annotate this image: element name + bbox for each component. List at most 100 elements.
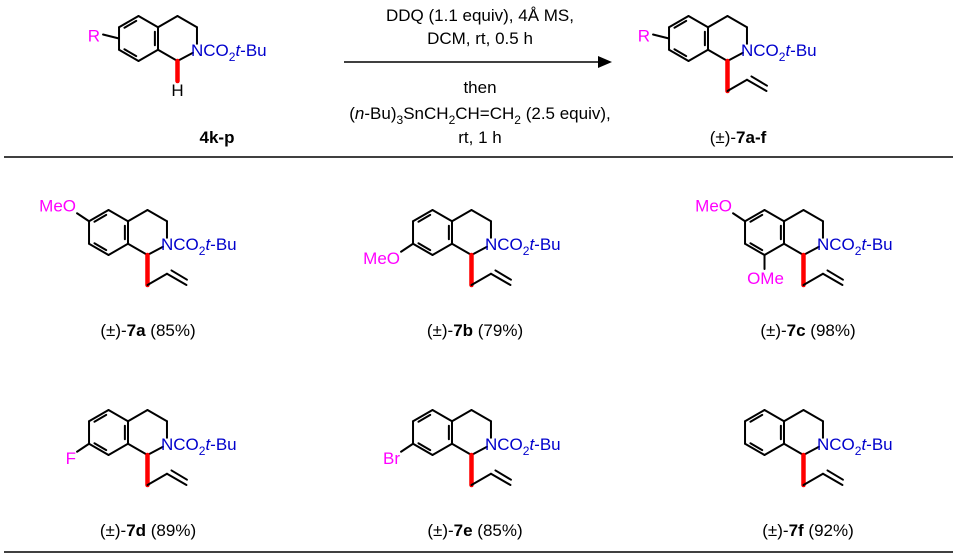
ring-bond [451, 209, 473, 223]
allyl-bond [470, 272, 492, 286]
ring-bond [127, 442, 149, 456]
product-7c-structure: NCO2t-Bu MeO OMe [695, 196, 892, 288]
aromatic-double-bond [417, 213, 432, 223]
substituent-bond [76, 442, 91, 453]
ring-bond [451, 242, 473, 256]
allyl-double-bond [170, 469, 188, 481]
allyl-bond [165, 272, 188, 286]
conditions-line-2: DCM, rt, 0.5 h [427, 29, 533, 48]
ring-bond [707, 15, 729, 29]
benzene-bond [744, 209, 766, 223]
allyl-bond [745, 78, 768, 92]
benzene-bond [744, 242, 766, 256]
allyl-bond [821, 272, 844, 286]
allyl-bond [726, 78, 748, 92]
allyl-bond [802, 472, 824, 486]
compound-label-7f: (±)-7f (92%) [762, 521, 854, 540]
allyl-bond [489, 272, 512, 286]
substituent-label: MeO [363, 249, 400, 268]
benzene-bond [431, 409, 453, 423]
substituent-bond [732, 212, 747, 223]
n-boc-label: NCO2t-Bu [817, 235, 893, 258]
benzene-bond [668, 48, 690, 62]
benzene-bond [763, 409, 785, 423]
ring-bond [470, 445, 488, 456]
allyl-double-bond [170, 269, 188, 281]
substituent-bond [76, 212, 91, 223]
allyl-bond [470, 472, 492, 486]
r-group-label: R [638, 27, 650, 46]
allyl-double-bond [750, 75, 768, 87]
ring-bond [470, 409, 492, 423]
allyl-double-bond [494, 469, 512, 481]
product-structure: NCO2t-BuR [638, 15, 817, 94]
aromatic-double-bond [417, 413, 432, 423]
benzene-bond [763, 442, 785, 456]
benzene-bond [412, 442, 434, 456]
ring-bond [451, 442, 473, 456]
ring-bond [470, 209, 492, 223]
ring-bond [802, 445, 820, 456]
aromatic-double-bond [93, 213, 108, 223]
ring-bond [726, 15, 748, 29]
benzene-bond [687, 15, 709, 29]
ring-bond [802, 409, 824, 423]
ring-bond [707, 48, 729, 62]
ring-bond [451, 409, 473, 423]
benzene-bond [687, 48, 709, 62]
ring-bond [176, 51, 194, 62]
benzene-bond [431, 442, 453, 456]
ring-bond [783, 242, 805, 256]
benzene-bond [118, 15, 140, 29]
benzene-bond [763, 242, 785, 256]
n-boc-label: NCO2t-Bu [161, 435, 237, 458]
ring-bond [783, 209, 805, 223]
allyl-bond [165, 472, 188, 486]
aromatic-double-bond [673, 19, 688, 29]
compound-label-7c: (±)-7c (98%) [760, 321, 855, 340]
compound-label-7b: (±)-7b (79%) [427, 321, 523, 340]
hydrogen-label: H [171, 81, 183, 100]
benzene-bond [107, 242, 129, 256]
benzene-bond [88, 209, 110, 223]
allyl-bond [821, 472, 844, 486]
allyl-bond [489, 472, 512, 486]
substituent-label: MeO [695, 196, 732, 215]
aromatic-double-bond [749, 242, 764, 252]
ring-bond [783, 409, 805, 423]
substituent-bond [400, 242, 415, 253]
ring-bond [802, 245, 820, 256]
benzene-bond [431, 209, 453, 223]
substituent-label: Br [383, 449, 400, 468]
benzene-bond [744, 409, 766, 423]
aromatic-double-bond [93, 413, 108, 423]
allyl-double-bond [826, 269, 844, 281]
ring-bond [127, 242, 149, 256]
compound-label-7d: (±)-7d (89%) [100, 521, 196, 540]
substituent-bond [400, 442, 415, 453]
ring-bond [146, 245, 164, 256]
aromatic-double-bond [749, 213, 764, 223]
allyl-bond [146, 472, 168, 486]
benzene-bond [137, 48, 159, 62]
conditions-line-3: then [463, 78, 496, 97]
aromatic-double-bond [123, 48, 138, 58]
ring-bond [157, 15, 179, 29]
benzene-bond [668, 15, 690, 29]
compound-label-7a: (±)-7a (85%) [100, 321, 195, 340]
benzene-bond [763, 209, 785, 223]
substituent-label: OMe [747, 269, 784, 288]
aromatic-double-bond [123, 19, 138, 29]
aromatic-double-bond [93, 242, 108, 252]
product-7f-structure: NCO2t-Bu [744, 409, 893, 488]
n-boc-label: NCO2t-Bu [161, 235, 237, 258]
start-compound-label: 4k-p [200, 128, 235, 147]
n-boc-label: NCO2t-Bu [817, 435, 893, 458]
conditions-line-1: DDQ (1.1 equiv), 4Å MS, [386, 6, 574, 25]
ring-bond [726, 51, 744, 62]
allyl-bond [802, 272, 824, 286]
